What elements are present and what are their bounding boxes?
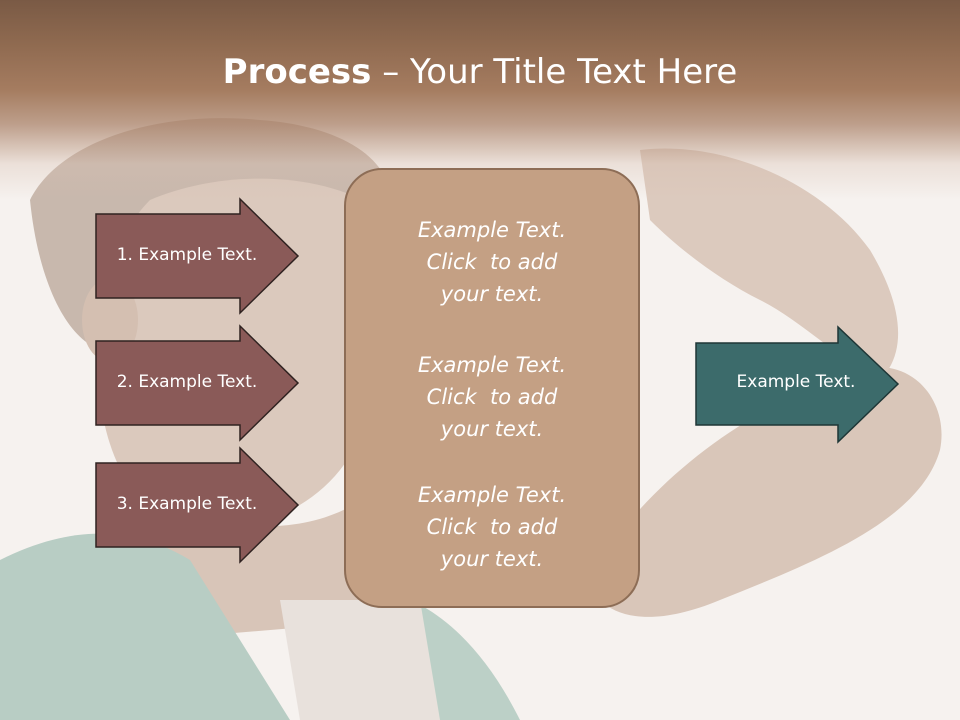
result-arrow[interactable] — [695, 325, 900, 444]
title-dash: – — [371, 52, 411, 92]
title-rest: Your Title Text Here — [410, 52, 738, 92]
step-label-3: 3. Example Text. — [116, 494, 258, 514]
step-arrow-3[interactable] — [95, 446, 300, 564]
center-text-box[interactable]: Example Text. Click to add your text. Ex… — [344, 168, 640, 608]
center-text-block-3: Example Text. Click to add your text. — [417, 483, 567, 571]
center-text-block-1: Example Text. Click to add your text. — [417, 218, 567, 306]
step-arrow-1[interactable] — [95, 197, 300, 315]
step-arrow-2[interactable] — [95, 324, 300, 442]
step-label-1: 1. Example Text. — [116, 245, 258, 265]
title-bold: Process — [222, 52, 372, 92]
slide-title: Process – Your Title Text Here — [0, 52, 960, 92]
step-label-2: 2. Example Text. — [116, 372, 258, 392]
header-band — [0, 0, 960, 200]
result-label: Example Text. — [736, 372, 856, 392]
center-text-block-2: Example Text. Click to add your text. — [417, 353, 567, 441]
